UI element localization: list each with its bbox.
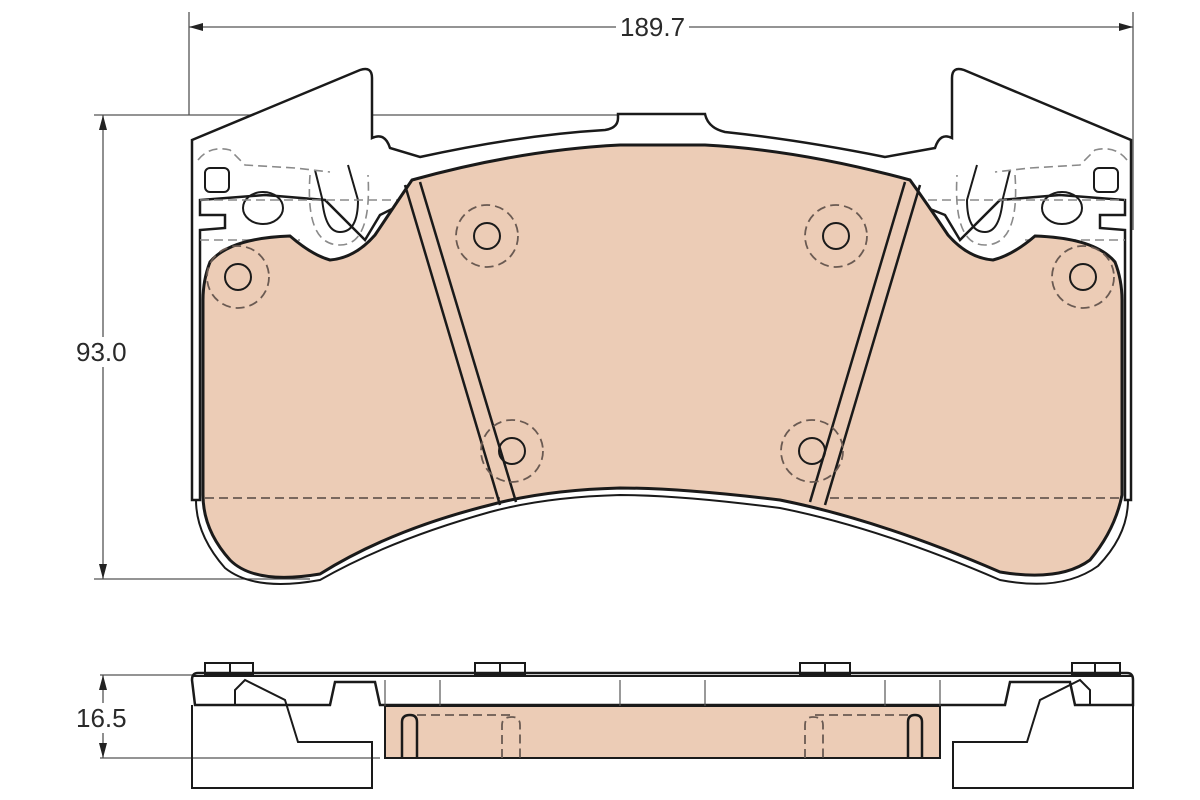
front-view xyxy=(190,67,1133,585)
mount-holes xyxy=(206,204,1115,483)
side-friction-material xyxy=(384,705,941,759)
thickness-dimension-label: 16.5 xyxy=(72,703,131,733)
height-dimension-label: 93.0 xyxy=(72,337,131,367)
side-view xyxy=(190,662,1135,789)
friction-material xyxy=(201,143,1124,579)
width-dimension-label: 189.7 xyxy=(616,12,690,42)
